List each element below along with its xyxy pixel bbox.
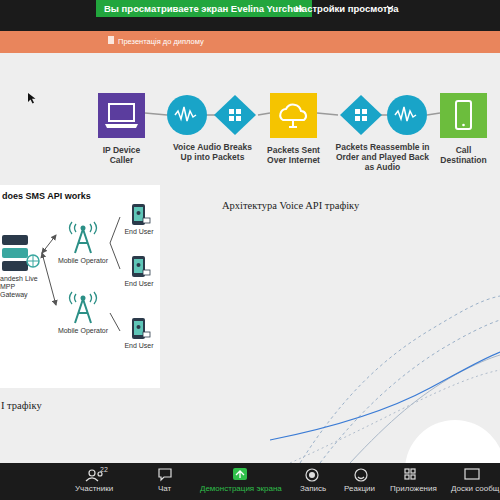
node-label: Mobile Operator: [56, 257, 110, 265]
panel-heading: does SMS API works: [2, 191, 91, 201]
link-connector: [42, 235, 56, 253]
step-caption: Voice Audio Breaks Up into Packets: [167, 143, 259, 163]
internet-icon: Packets Sent Over Internet: [270, 93, 317, 138]
tab-title: Презентація до диплому: [118, 37, 204, 46]
end-user-node: End User: [120, 255, 158, 288]
operator-node: Mobile Operator: [56, 221, 110, 265]
toolbar-label: Чат: [158, 484, 171, 493]
tower-icon: [67, 221, 99, 255]
node-label: Mobile Operator: [56, 327, 110, 335]
toolbar-label: Запись: [300, 484, 326, 493]
link-connector: [42, 253, 56, 305]
mobile-icon: [127, 203, 151, 226]
wavepuzzle-icon: [167, 95, 258, 135]
node-label: End User: [120, 280, 158, 288]
gateway-node: andesh Live MPP Gateway: [0, 231, 42, 299]
toolbar-label: Реакции: [344, 484, 375, 493]
step-caption: Call Destination: [435, 146, 493, 166]
mobile-icon: [127, 255, 151, 278]
share-banner: Вы просматриваете экран Evelina Yurchuk: [96, 0, 312, 17]
flow-connector: [145, 113, 167, 115]
puzzlewave-icon: [338, 95, 427, 135]
node-label: andesh Live MPP Gateway: [0, 275, 42, 299]
sms-panel: does SMS API works andesh Live MPP Gatewa…: [0, 185, 160, 388]
slide-caption: I трафіку: [1, 400, 42, 411]
slide-caption: Архітектура Voice API трафіку: [222, 200, 359, 211]
node-label: End User: [120, 228, 158, 236]
reassemble-step: Packets Reassemble in Order and Played B…: [338, 95, 427, 135]
toolbar-label: Приложения: [390, 484, 437, 493]
toolbar-label: Участники: [75, 484, 113, 493]
participant-count: 22: [100, 466, 108, 473]
caller-icon: IP Device Caller: [98, 93, 145, 138]
step-caption: Packets Sent Over Internet: [262, 146, 326, 166]
node-label: End User: [120, 342, 158, 350]
end-user-node: End User: [120, 203, 158, 236]
link-connector: [110, 217, 120, 243]
destination-icon: Call Destination: [440, 93, 487, 138]
toolbar-label: Доски сообщ: [451, 484, 499, 493]
mobile-icon: [127, 317, 151, 340]
flow-connector: [317, 113, 338, 115]
step-caption: IP Device Caller: [91, 146, 153, 166]
step-caption: Packets Reassemble in Order and Played B…: [335, 143, 431, 172]
toolbar-label: Демонстрация экрана: [200, 484, 282, 493]
packetize-step: Voice Audio Breaks Up into Packets: [167, 95, 258, 135]
tower-icon: [67, 291, 99, 325]
link-connector: [110, 313, 120, 331]
flow-connector: [258, 113, 270, 115]
laptop-icon: [98, 93, 145, 138]
flow-connector: [427, 113, 440, 115]
phone-icon: [440, 93, 487, 138]
end-user-node: End User: [120, 317, 158, 350]
operator-node: Mobile Operator: [56, 291, 110, 335]
view-settings: Настройки просмотра: [295, 3, 398, 14]
link-connector: [110, 243, 120, 269]
cloud-icon: [270, 93, 317, 138]
server-icon: [0, 231, 40, 273]
